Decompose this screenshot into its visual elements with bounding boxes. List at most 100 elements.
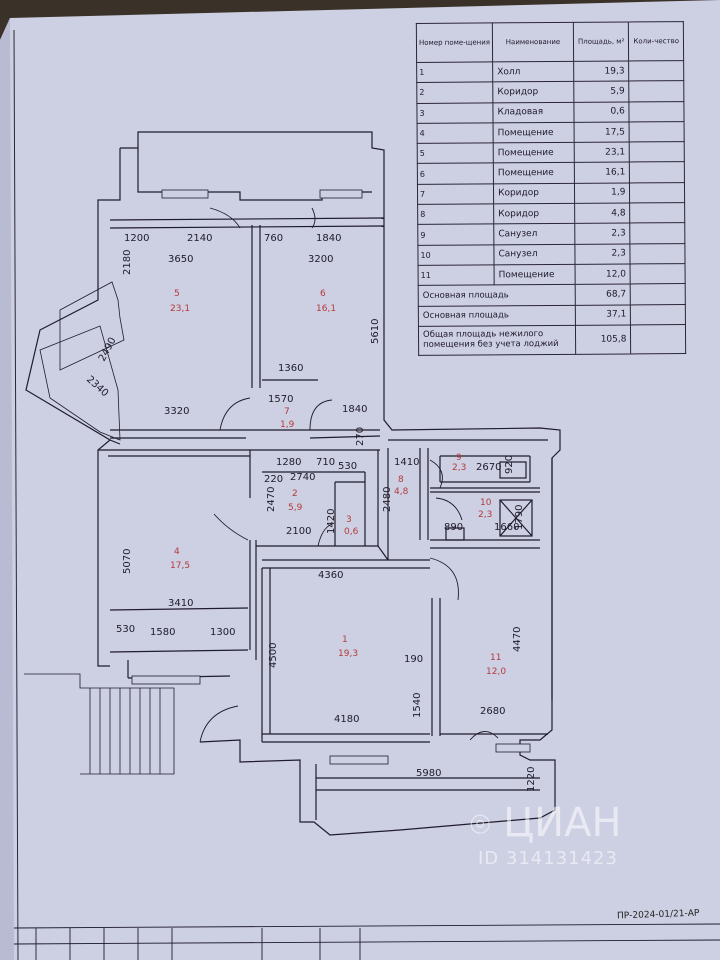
dim-label: 3200 bbox=[308, 254, 333, 265]
room-number: 3 bbox=[346, 515, 352, 525]
header-number: Номер поме-щения bbox=[416, 22, 493, 63]
summary-area: 37,1 bbox=[575, 304, 631, 326]
dim-label: 530 bbox=[338, 461, 357, 472]
summary-label: Общая площадь нежилого помещения без уче… bbox=[418, 325, 576, 356]
row-number: 3 bbox=[416, 102, 494, 124]
row-count bbox=[630, 263, 686, 285]
row-name: Кладовая bbox=[492, 101, 575, 123]
row-count bbox=[630, 222, 685, 244]
row-area: 16,1 bbox=[574, 162, 630, 184]
room-area: 2,3 bbox=[452, 463, 466, 473]
summary-label: Основная площадь bbox=[418, 304, 576, 327]
dim-label: 2680 bbox=[480, 706, 505, 717]
dim-label: 530 bbox=[116, 624, 135, 635]
room-area: 1,9 bbox=[280, 420, 295, 430]
row-number: 1 bbox=[416, 61, 493, 83]
row-count bbox=[629, 80, 684, 102]
summary-area: 105,8 bbox=[575, 324, 632, 355]
room-number: 6 bbox=[320, 289, 326, 299]
dim-label: 4360 bbox=[318, 570, 343, 581]
row-area: 12,0 bbox=[575, 263, 631, 285]
row-number: 9 bbox=[417, 224, 494, 246]
summary-count bbox=[630, 283, 686, 305]
room-number: 11 bbox=[490, 653, 501, 663]
room-area: 19,3 bbox=[338, 649, 358, 659]
row-count bbox=[629, 141, 685, 163]
location-pin-icon: ⌾ bbox=[470, 805, 491, 845]
row-area: 17,5 bbox=[574, 121, 630, 143]
dim-label: 1410 bbox=[394, 457, 419, 468]
room-schedule-table: Номер поме-щения Наименование Площадь, м… bbox=[416, 21, 686, 356]
row-name: Помещение bbox=[493, 122, 575, 144]
row-name: Помещение bbox=[493, 142, 575, 164]
dim-label: 2470 bbox=[266, 487, 277, 512]
row-count bbox=[629, 182, 685, 204]
watermark-logo: ⌾ ЦИАН bbox=[470, 800, 622, 846]
dim-label: 710 bbox=[316, 457, 335, 468]
row-name: Санузел bbox=[493, 244, 576, 265]
room-area: 12,0 bbox=[486, 667, 506, 677]
row-number: 10 bbox=[417, 244, 495, 266]
room-number: 16,1 bbox=[316, 304, 336, 314]
room-number: 4 bbox=[174, 547, 180, 557]
dim-label: 1580 bbox=[150, 627, 175, 638]
dim-label: 4500 bbox=[268, 643, 279, 668]
room-area: 4,8 bbox=[394, 487, 409, 497]
row-number: 4 bbox=[417, 122, 494, 144]
dim-label: 4180 bbox=[334, 714, 359, 725]
room-number: 2 bbox=[292, 489, 298, 499]
dim-label: 3410 bbox=[168, 598, 193, 609]
row-number: 7 bbox=[417, 183, 494, 205]
row-number: 2 bbox=[416, 82, 493, 104]
dim-label: 1840 bbox=[342, 404, 367, 415]
row-count bbox=[629, 121, 685, 143]
dim-label: 1540 bbox=[412, 693, 423, 718]
row-name: Холл bbox=[492, 61, 574, 83]
row-number: 11 bbox=[418, 264, 495, 286]
header-count: Коли-чество bbox=[628, 21, 684, 61]
dim-label: 2180 bbox=[122, 250, 133, 275]
table-header-row: Номер поме-щения Наименование Площадь, м… bbox=[416, 21, 684, 63]
row-area: 4,8 bbox=[574, 203, 631, 224]
row-name: Помещение bbox=[493, 162, 575, 184]
row-name: Коридор bbox=[493, 203, 575, 225]
dim-label: 1280 bbox=[276, 457, 301, 468]
summary-label: Основная площадь bbox=[418, 284, 576, 306]
dim-label: 1790 bbox=[514, 505, 525, 530]
row-name: Помещение bbox=[494, 264, 576, 286]
summary-count bbox=[630, 304, 686, 325]
row-area: 1,9 bbox=[574, 182, 631, 204]
row-area: 23,1 bbox=[574, 142, 630, 163]
dim-label: 5610 bbox=[370, 319, 381, 344]
row-number: 5 bbox=[417, 143, 494, 164]
row-count bbox=[630, 202, 685, 224]
row-count bbox=[629, 101, 685, 122]
dim-label: 890 bbox=[444, 522, 463, 533]
room-area: 23,1 bbox=[170, 304, 190, 314]
row-area: 2,3 bbox=[574, 243, 631, 265]
dim-label: 3320 bbox=[164, 406, 189, 417]
dim-label: 5980 bbox=[416, 768, 441, 779]
room-number: 5 bbox=[174, 289, 180, 299]
dim-label: 1840 bbox=[316, 233, 341, 244]
summary-count bbox=[630, 324, 686, 354]
row-area: 19,3 bbox=[573, 60, 630, 82]
watermark-brand: ЦИАН bbox=[503, 800, 622, 846]
dim-label: 2100 bbox=[286, 526, 311, 537]
dim-label: 190 bbox=[404, 654, 423, 665]
row-count bbox=[629, 60, 684, 82]
row-area: 2,3 bbox=[574, 223, 631, 245]
row-name: Санузел bbox=[493, 223, 575, 245]
dim-label: 1200 bbox=[124, 233, 149, 244]
